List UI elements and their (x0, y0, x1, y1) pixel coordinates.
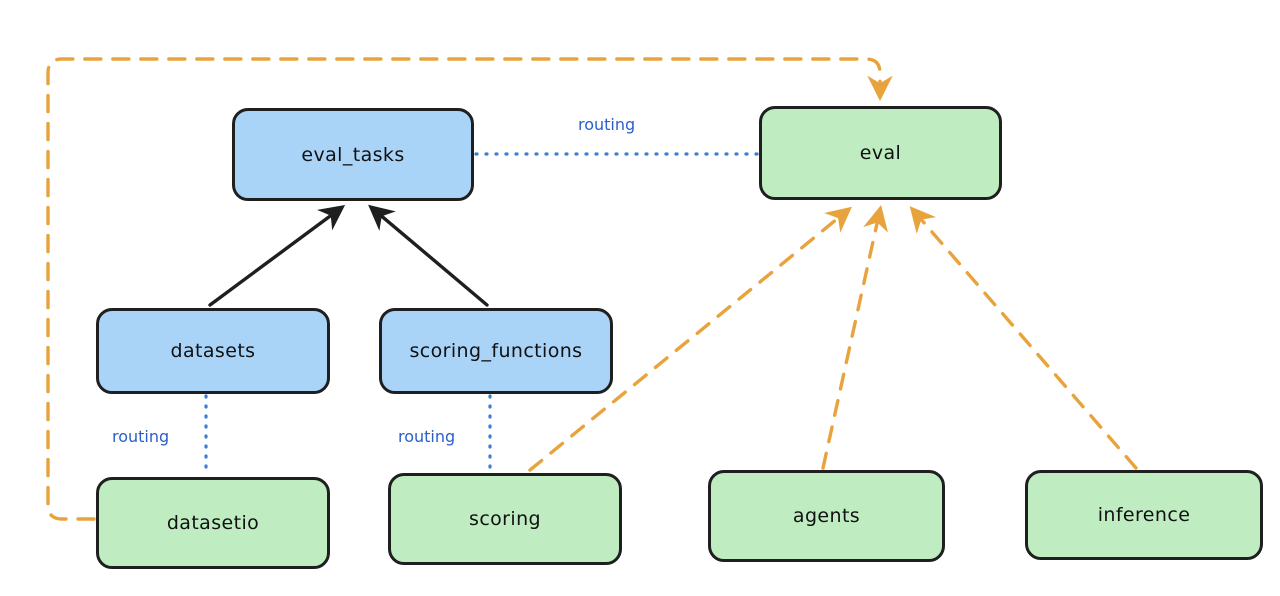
node-label-datasets: datasets (170, 340, 256, 362)
node-scoring[interactable]: scoring (388, 473, 622, 565)
node-label-inference: inference (1097, 504, 1191, 526)
node-label-eval: eval (859, 142, 902, 164)
edge-label-routing-datasets-datasetio: routing (112, 427, 170, 446)
edge-scoring-eval (528, 206, 852, 472)
node-label-datasetio: datasetio (166, 512, 260, 534)
edge-inference-eval (909, 206, 1138, 470)
edge-agents-eval (821, 205, 889, 470)
node-agents[interactable]: agents (708, 470, 945, 562)
node-eval[interactable]: eval (759, 106, 1002, 200)
edge-datasetio-eval (46, 57, 893, 521)
node-label-agents: agents (792, 505, 861, 527)
node-scoring-functions[interactable]: scoring_functions (379, 308, 613, 394)
edge-label-routing-scoring-functions-scoring: routing (398, 427, 456, 446)
edge-label-routing-eval-tasks-eval: routing (578, 115, 636, 134)
edge-scoring_functions-eval_tasks (368, 204, 489, 307)
node-label-eval-tasks: eval_tasks (301, 143, 405, 166)
node-eval-tasks[interactable]: eval_tasks (232, 108, 474, 201)
edge-datasets-eval_tasks (208, 204, 346, 307)
node-inference[interactable]: inference (1025, 470, 1263, 560)
node-datasets[interactable]: datasets (96, 308, 330, 394)
node-label-scoring-functions: scoring_functions (409, 340, 583, 362)
node-label-scoring: scoring (469, 508, 541, 530)
node-datasetio[interactable]: datasetio (96, 477, 330, 569)
